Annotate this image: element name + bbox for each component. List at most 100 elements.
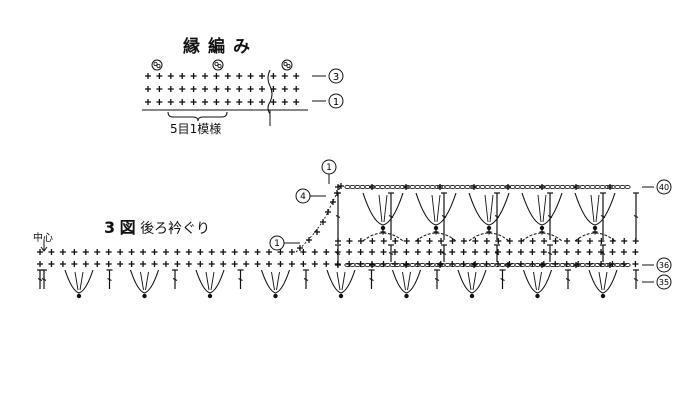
single-crochet-symbol (506, 238, 513, 244)
single-crochet-symbol (94, 249, 101, 255)
single-crochet-symbol (128, 249, 135, 255)
single-crochet-symbol (231, 261, 238, 267)
single-crochet-symbol (380, 238, 387, 244)
single-crochet-symbol (94, 261, 101, 267)
row-marker-edging-1: 1 (312, 93, 344, 109)
fan-stitch-down (522, 269, 553, 294)
single-crochet-symbol (320, 219, 326, 225)
single-crochet-symbol (620, 249, 627, 255)
figure-title-text: 後ろ衿ぐり (140, 221, 211, 237)
single-crochet-symbol (472, 249, 479, 255)
single-crochet-symbol (621, 238, 628, 244)
single-crochet-symbol (37, 249, 43, 255)
single-crochet-symbol (573, 262, 579, 268)
edging-title: 縁編み (183, 37, 258, 57)
single-crochet-symbol (369, 249, 376, 255)
single-crochet-symbol (179, 99, 186, 105)
single-crochet-symbol (140, 261, 147, 267)
single-crochet-symbol (277, 249, 284, 255)
single-crochet-symbol (607, 184, 613, 190)
single-crochet-symbol (517, 249, 524, 255)
center-label: 中心 (33, 233, 53, 244)
slip-stitch-dot (535, 293, 540, 299)
single-crochet-symbol (293, 86, 300, 92)
row-marker-label: 35 (659, 278, 669, 287)
single-crochet-symbol (202, 86, 208, 92)
single-crochet-symbol (323, 261, 330, 267)
single-crochet-symbol (483, 249, 490, 255)
double-crochet-symbol (600, 192, 606, 240)
slip-stitch-dot (469, 293, 475, 299)
single-crochet-symbol (518, 238, 525, 244)
row-marker-label: 3 (333, 72, 339, 83)
slip-stitch-dot (207, 293, 213, 299)
single-crochet-symbol (471, 262, 477, 268)
slip-stitch-dot (273, 293, 278, 299)
single-crochet-symbol (460, 249, 467, 255)
single-crochet-symbol (185, 261, 192, 267)
fan-stitch-down (195, 269, 225, 294)
single-crochet-symbol (48, 261, 55, 267)
single-crochet-symbol (575, 238, 582, 244)
single-crochet-symbol (380, 249, 387, 255)
single-crochet-symbol (573, 184, 579, 190)
single-crochet-symbol (71, 261, 78, 267)
row-marker-label: 36 (659, 261, 669, 270)
single-crochet-symbol (190, 86, 197, 92)
slip-stitch-dot (76, 293, 82, 299)
single-crochet-symbol (266, 261, 272, 267)
single-crochet-symbol (437, 249, 444, 255)
single-crochet-symbol (288, 261, 295, 267)
single-crochet-symbol (426, 238, 433, 244)
single-crochet-symbol (403, 184, 409, 190)
double-crochet-symbol (565, 269, 571, 289)
slip-stitch-dot (338, 293, 344, 299)
single-crochet-symbol (270, 73, 277, 79)
single-crochet-symbol (539, 262, 545, 268)
picot-symbol (212, 59, 224, 71)
back-neckline-chart (37, 183, 639, 299)
single-crochet-symbol (563, 249, 570, 255)
single-crochet-symbol (208, 261, 215, 267)
slip-stitch-dot (539, 225, 545, 231)
single-crochet-symbol (564, 238, 570, 244)
fan-stitch-down (468, 192, 510, 226)
double-crochet-symbol (237, 269, 244, 289)
row-marker-edging-3: 3 (312, 68, 344, 84)
single-crochet-symbol (483, 238, 490, 244)
double-crochet-symbol (633, 269, 639, 289)
join-line (267, 69, 273, 115)
single-crochet-symbol (71, 249, 78, 255)
single-crochet-symbol (311, 249, 318, 255)
single-crochet-symbol (529, 249, 536, 255)
double-crochet-symbol (41, 269, 47, 289)
single-crochet-symbol (174, 249, 181, 255)
single-crochet-symbol (380, 229, 386, 235)
single-crochet-symbol (392, 238, 399, 244)
double-crochet-symbol (494, 244, 500, 262)
single-crochet-symbol (335, 262, 341, 268)
repeat-brace (167, 111, 228, 122)
fan-stitch-down (588, 269, 618, 294)
picot-symbol (281, 59, 293, 71)
single-crochet-symbol (552, 249, 559, 255)
single-crochet-symbol (391, 249, 398, 255)
single-crochet-symbol (449, 238, 456, 244)
single-crochet-symbol (505, 262, 511, 268)
single-crochet-symbol (213, 73, 220, 79)
single-crochet-symbol (179, 73, 186, 79)
figure-title: 3 図 後ろ衿ぐり (104, 214, 210, 238)
single-crochet-symbol (277, 261, 284, 267)
single-crochet-symbol (259, 86, 265, 92)
single-crochet-symbol (403, 238, 410, 244)
single-crochet-symbol (460, 238, 467, 244)
single-crochet-symbol (437, 184, 443, 190)
single-crochet-symbol (541, 238, 548, 244)
row-marker-35: 35 (642, 274, 672, 290)
single-crochet-symbol (202, 73, 208, 79)
double-crochet-symbol (547, 244, 553, 262)
single-crochet-symbol (156, 73, 163, 79)
double-crochet-symbol (441, 244, 447, 262)
single-crochet-symbol (449, 249, 456, 255)
